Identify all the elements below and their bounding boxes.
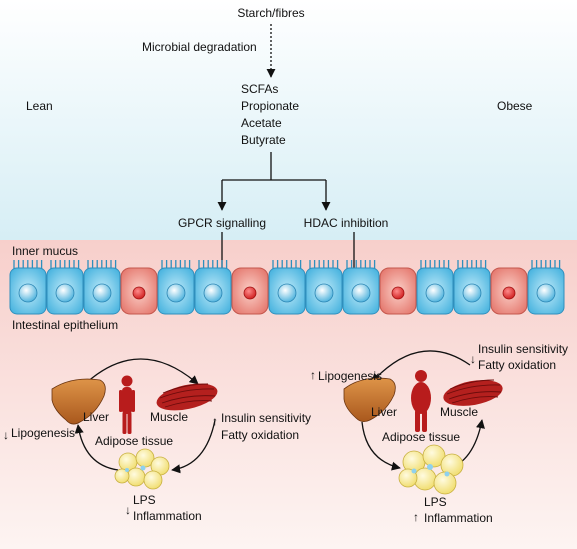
liver-icon — [343, 377, 396, 422]
inner-mucus-label: Inner mucus — [12, 244, 79, 258]
enterocyte-cell — [305, 260, 343, 315]
acetate-label: Acetate — [241, 116, 282, 130]
goblet-cell — [490, 267, 528, 315]
lean-cycle — [74, 358, 216, 474]
goblet-cell — [379, 267, 417, 315]
lean-insulin-up-icon: ↑ — [212, 414, 218, 428]
obese-muscle-label: Muscle — [440, 405, 479, 419]
enterocyte-cell — [46, 260, 84, 315]
enterocyte-cell — [194, 260, 232, 315]
lean-muscle-label: Muscle — [150, 410, 189, 424]
hdac-inhibition-label: HDAC inhibition — [303, 216, 389, 230]
lean-fatty-oxidation-label: Fatty oxidation — [221, 428, 300, 442]
goblet-cell — [120, 267, 158, 315]
muscle-icon — [156, 383, 218, 411]
lean-lps-label: LPS — [133, 493, 156, 507]
enterocyte-cell — [9, 260, 47, 315]
obese-lipogenesis-label: Lipogenesis — [318, 369, 383, 383]
lean-inflammation-label: Inflammation — [133, 509, 202, 523]
obese-fatty-oxidation-label: Fatty oxidation — [478, 358, 557, 372]
scfa-label: SCFAs — [241, 82, 279, 96]
obese-lipogenesis-up-icon: ↑ — [310, 368, 316, 382]
goblet-cell — [231, 267, 269, 315]
obese-inflammation-label: Inflammation — [424, 511, 493, 525]
human-figure-icon — [119, 375, 135, 434]
obese-lps-up-icon: ↑ — [413, 510, 419, 524]
adipose-tissue-icon — [114, 448, 170, 490]
obese-label: Obese — [497, 99, 533, 113]
obese-insulin-label: Insulin sensitivity — [478, 342, 569, 356]
microbial-degradation-label: Microbial degradation — [142, 40, 257, 54]
lean-label: Lean — [26, 99, 53, 113]
lean-lipogenesis-label: Lipogenesis — [11, 426, 76, 440]
butyrate-label: Butyrate — [241, 133, 286, 147]
lean-adipose-label: Adipose tissue — [95, 434, 174, 448]
enterocyte-cell — [527, 260, 565, 315]
obese-lps-label: LPS — [424, 495, 447, 509]
lean-liver-label: Liver — [83, 410, 110, 424]
propionate-label: Propionate — [241, 99, 300, 113]
obese-insulin-down-icon: ↓ — [470, 352, 476, 366]
lean-lps-down-icon: ↓ — [125, 503, 131, 517]
intestinal-epithelium — [9, 260, 565, 315]
obese-liver-label: Liver — [371, 405, 398, 419]
enterocyte-cell — [83, 260, 121, 315]
obese-adipose-label: Adipose tissue — [382, 430, 461, 444]
starch-fibres-label: Starch/fibres — [237, 6, 305, 20]
muscle-icon — [443, 379, 503, 406]
gpcr-signalling-label: GPCR signalling — [177, 216, 267, 230]
enterocyte-cell — [453, 260, 491, 315]
enterocyte-cell — [157, 260, 195, 315]
liver-icon — [51, 378, 106, 425]
enterocyte-cell — [342, 260, 380, 315]
enterocyte-cell — [268, 260, 306, 315]
intestinal-epithelium-label: Intestinal epithelium — [12, 318, 119, 332]
lean-insulin-label: Insulin sensitivity — [221, 411, 312, 425]
enterocyte-cell — [416, 260, 454, 315]
lean-lipogenesis-down-icon: ↓ — [3, 428, 9, 442]
adipose-tissue-icon — [398, 444, 464, 495]
obese-figure-icon — [411, 370, 431, 432]
top-background — [0, 0, 577, 240]
